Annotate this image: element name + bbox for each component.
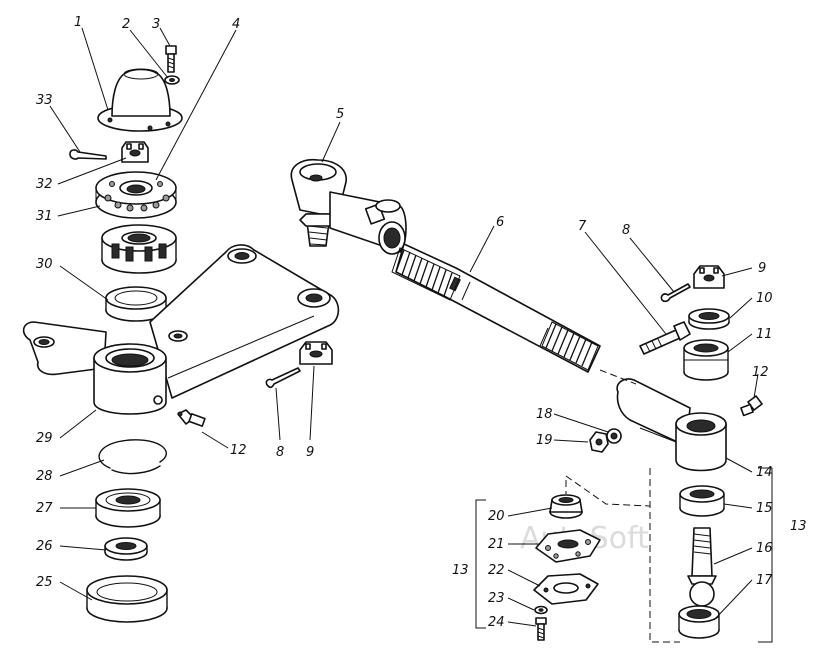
label-7: 7 [578, 219, 587, 234]
cotter-pin-top [69, 149, 107, 160]
upper-bearing [101, 224, 177, 274]
label-11: 11 [756, 327, 773, 342]
label-8-left: 8 [276, 445, 284, 460]
seal-cup [549, 480, 583, 519]
upper-bearing-cup [105, 286, 167, 322]
flange-plate [535, 529, 601, 563]
dust-cap [97, 68, 183, 132]
label-1: 1 [74, 15, 82, 30]
label-13-left: 13 [452, 563, 469, 578]
label-9-left: 9 [306, 445, 314, 460]
boot-right [683, 339, 729, 381]
callout-labels: 1 2 3 4 5 6 7 8 8 9 9 10 11 12 12 13 13 … [36, 15, 807, 630]
cap-washer [164, 75, 180, 85]
cover-plate [533, 573, 599, 605]
small-washer [534, 605, 548, 615]
clamp-nut [589, 431, 609, 453]
label-19: 19 [536, 433, 553, 448]
label-4: 4 [232, 17, 240, 32]
label-2: 2 [122, 17, 130, 32]
tie-rod-end-right [599, 369, 727, 472]
bushing-right [679, 485, 725, 517]
clamp-bolt [639, 321, 691, 355]
label-33: 33 [36, 93, 53, 108]
snap-ring [98, 439, 167, 475]
label-3: 3 [152, 17, 160, 32]
label-15: 15 [756, 501, 773, 516]
seal-ring [95, 171, 177, 219]
lower-bearing [95, 488, 161, 528]
label-5: 5 [336, 107, 344, 122]
ball-seat [678, 605, 720, 639]
cap-bolt [165, 45, 177, 73]
label-9-right: 9 [758, 261, 766, 276]
castle-nut-mid [299, 341, 333, 365]
label-12-left: 12 [230, 443, 247, 458]
label-30: 30 [36, 257, 53, 272]
label-16: 16 [756, 541, 773, 556]
group-13-bracket-right [649, 467, 773, 643]
cotter-pin-right [660, 283, 691, 303]
label-32: 32 [36, 177, 53, 192]
tie-rod-end-left [290, 158, 407, 255]
grease-fitting-right [740, 395, 763, 417]
label-28: 28 [36, 469, 53, 484]
lower-seal [104, 537, 148, 561]
small-bolt [535, 617, 547, 641]
washer-right [688, 308, 730, 330]
label-29: 29 [36, 431, 53, 446]
label-31: 31 [36, 209, 53, 224]
label-18: 18 [536, 407, 553, 422]
grease-fitting-left [177, 409, 206, 427]
bottom-cover [86, 575, 168, 623]
label-26: 26 [36, 539, 53, 554]
group-13-bracket-left [475, 475, 651, 629]
tie-rod-thread-left [391, 247, 461, 301]
label-23: 23 [488, 591, 505, 606]
clamp-washer [606, 428, 622, 444]
label-10: 10 [756, 291, 773, 306]
cotter-pin-mid [265, 367, 301, 389]
label-22: 22 [488, 563, 505, 578]
ball-stud [687, 527, 717, 607]
castle-nut-right [693, 265, 725, 289]
label-25: 25 [36, 575, 53, 590]
tie-rod-thread-right [541, 321, 599, 371]
idler-arm [22, 244, 340, 415]
label-12-right: 12 [752, 365, 769, 380]
label-24: 24 [488, 615, 505, 630]
leader-lines [49, 27, 759, 627]
label-27: 27 [36, 501, 53, 516]
label-14: 14 [756, 465, 773, 480]
label-8-right: 8 [622, 223, 630, 238]
label-13-right: 13 [790, 519, 807, 534]
label-21: 21 [488, 537, 505, 552]
label-17: 17 [756, 573, 773, 588]
label-20: 20 [488, 509, 505, 524]
label-6: 6 [496, 215, 504, 230]
seal-ring-texture [104, 181, 170, 212]
castle-nut-top [121, 141, 149, 163]
